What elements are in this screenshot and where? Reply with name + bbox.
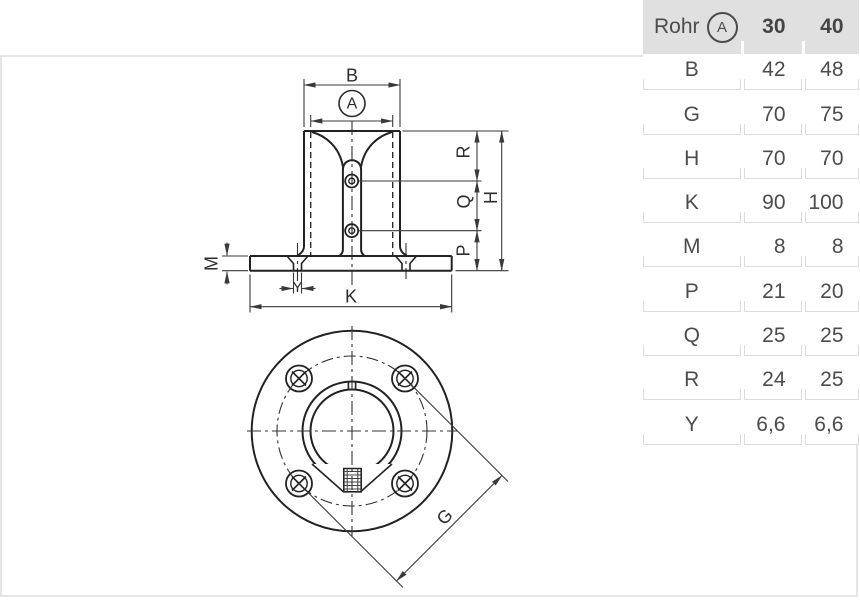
header-gap bbox=[740, 41, 744, 54]
row-label: H bbox=[643, 134, 741, 180]
rib-hole-upper bbox=[344, 173, 360, 189]
table-row: B 42 48 bbox=[643, 54, 859, 91]
value-30: 42 bbox=[744, 54, 802, 91]
value-40: 6,6 bbox=[805, 400, 859, 445]
row-label: K bbox=[643, 178, 741, 224]
bolt-hole bbox=[285, 364, 313, 393]
tube-diameter-symbol: A bbox=[706, 11, 738, 43]
tube-symbol-circle bbox=[338, 89, 366, 118]
dim-label-b: B bbox=[346, 66, 358, 86]
row-label: Y bbox=[643, 400, 741, 445]
row-label: M bbox=[643, 223, 741, 268]
rib-spout-right bbox=[359, 463, 393, 493]
value-30: 8 bbox=[744, 223, 802, 268]
dim-label-g: G bbox=[433, 505, 457, 529]
value-30: 24 bbox=[744, 356, 802, 401]
row-label: R bbox=[643, 356, 741, 401]
value-40: 20 bbox=[805, 267, 859, 313]
table-header: Rohr A 30 40 bbox=[643, 0, 859, 54]
value-40: 100 bbox=[805, 178, 859, 224]
dim-g-extension-2 bbox=[298, 483, 404, 588]
rib-hole-upper-inner bbox=[348, 177, 356, 185]
tube-symbol-letter: A bbox=[717, 18, 728, 36]
value-40: 25 bbox=[805, 356, 859, 401]
table-row: H 70 70 bbox=[643, 134, 859, 180]
socket-right-edge bbox=[399, 131, 408, 257]
header-rohr-label: Rohr bbox=[654, 15, 700, 38]
value-30: 6,6 bbox=[744, 400, 802, 445]
dim-label-h: H bbox=[481, 191, 501, 204]
thread-hole-minor-lines bbox=[346, 468, 359, 492]
header-gap bbox=[801, 41, 805, 54]
table-row: P 21 20 bbox=[643, 267, 859, 313]
rib-spout-left bbox=[311, 463, 345, 493]
table-row: Y 6,6 6,6 bbox=[643, 400, 859, 445]
thread-hole-outline bbox=[343, 467, 362, 493]
dim-label-q: Q bbox=[454, 194, 474, 208]
countersink-right bbox=[394, 255, 418, 271]
dim-m-extensions bbox=[222, 255, 248, 272]
dim-label-r: R bbox=[454, 146, 474, 159]
dim-g-extension-1 bbox=[404, 378, 509, 482]
value-30: 70 bbox=[744, 90, 802, 135]
value-30: 90 bbox=[744, 178, 802, 224]
row-label: P bbox=[643, 267, 741, 313]
table-row: Q 25 25 bbox=[643, 311, 859, 357]
header-rohr-cell: Rohr A bbox=[643, 0, 744, 54]
value-30: 25 bbox=[744, 311, 802, 357]
value-40: 70 bbox=[805, 134, 859, 180]
dim-label-y: Y bbox=[292, 279, 302, 296]
top-wall-hole bbox=[347, 381, 357, 390]
dim-label-m: M bbox=[202, 256, 222, 271]
funnel-curve-right bbox=[360, 131, 393, 167]
dim-label-k: K bbox=[345, 287, 357, 307]
bottom-view: G bbox=[247, 326, 509, 588]
base-plate-outline bbox=[249, 255, 453, 272]
dim-label-p: P bbox=[454, 244, 474, 256]
socket-left-edge bbox=[296, 131, 305, 257]
value-30: 70 bbox=[744, 134, 802, 180]
row-label: G bbox=[643, 90, 741, 135]
value-40: 75 bbox=[805, 90, 859, 135]
rib-top-arc bbox=[341, 159, 363, 170]
countersink-left bbox=[286, 255, 309, 271]
value-40: 48 bbox=[805, 54, 859, 91]
table-row: M 8 8 bbox=[643, 223, 859, 268]
header-col-40: 40 bbox=[820, 15, 844, 38]
row-label: Q bbox=[643, 311, 741, 357]
value-40: 8 bbox=[805, 223, 859, 268]
rib-hole-lower bbox=[344, 223, 360, 239]
value-40: 25 bbox=[805, 311, 859, 357]
rib-hole-lower-inner bbox=[348, 227, 356, 235]
dim-label-a: A bbox=[347, 96, 358, 113]
rib-left-edge bbox=[338, 169, 344, 257]
table-row: R 24 25 bbox=[643, 356, 859, 401]
row-label: B bbox=[643, 54, 741, 91]
table-row: K 90 100 bbox=[643, 178, 859, 224]
value-30: 21 bbox=[744, 267, 802, 313]
rib-right-edge bbox=[360, 169, 366, 257]
funnel-curve-left bbox=[311, 131, 344, 167]
bolt-hole bbox=[391, 469, 419, 498]
table-row: G 70 75 bbox=[643, 90, 859, 135]
dim-y-extensions bbox=[292, 272, 303, 294]
dim-g-line bbox=[396, 475, 503, 582]
dimension-table: Rohr A 30 40 B 42 48 G 70 75 H 70 70 K bbox=[643, 0, 859, 445]
header-col-30: 30 bbox=[762, 15, 786, 38]
front-view: B A R Q P H M bbox=[202, 66, 509, 313]
